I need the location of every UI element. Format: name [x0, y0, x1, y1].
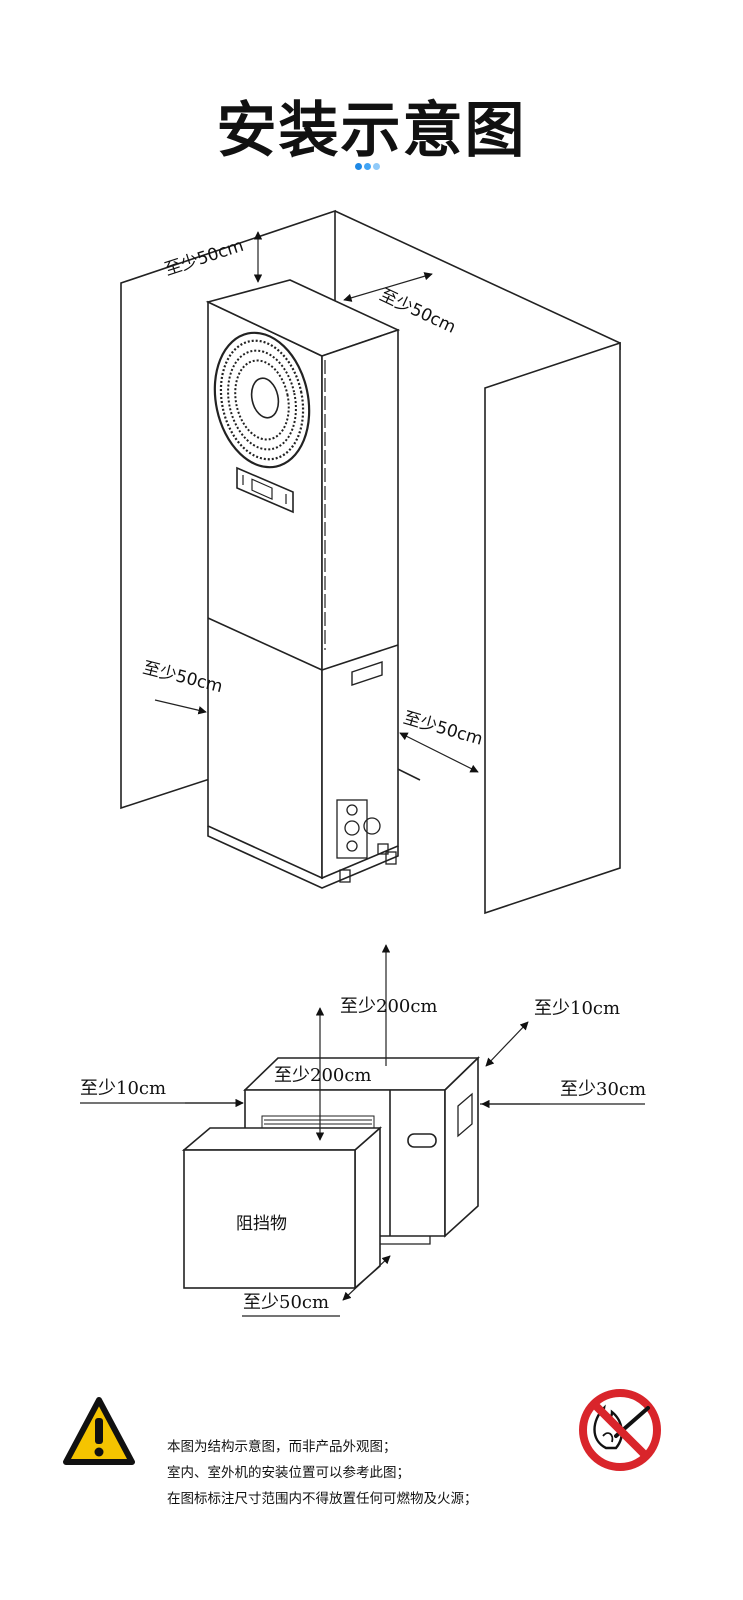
side-handle [351, 661, 383, 686]
warning-triangle-icon [63, 1397, 135, 1465]
piping-fittings [336, 799, 397, 883]
outdoor-unit-diagram [80, 944, 645, 1317]
right-wall [484, 341, 621, 915]
note-line: 本图为结构示意图，而非产品外观图； [167, 1439, 397, 1455]
page-title: 安装示意图 [216, 96, 527, 166]
obstacle-side [354, 1126, 381, 1290]
dim-label-top-outer: 至少200cm [340, 996, 438, 1017]
accent-dot [355, 163, 362, 170]
obstacle-front [183, 1149, 356, 1289]
control-panel-icon [236, 466, 294, 514]
no-fire-icon [579, 1389, 661, 1471]
dim-top-right [343, 272, 433, 302]
dim-label-top-inner: 至少200cm [274, 1065, 372, 1086]
accent-dot [373, 163, 380, 170]
fan-grille-icon [213, 331, 311, 469]
dim-label-bottom: 至少50cm [243, 1292, 330, 1313]
dim-mid-right [399, 732, 479, 773]
outdoor-handle [407, 1133, 437, 1148]
note-line: 在图标标注尺寸范围内不得放置任何可燃物及火源； [167, 1491, 478, 1507]
dim-bottom [342, 1255, 391, 1301]
note-line: 室内、室外机的安装位置可以参考此图； [167, 1465, 410, 1481]
installation-notes: 本图为结构示意图，而非产品外观图； 室内、室外机的安装位置可以参考此图； 在图标… [167, 1434, 587, 1512]
indoor-unit-diagram [120, 209, 621, 915]
dim-label-top-right: 至少10cm [534, 998, 621, 1019]
dim-mid-left [154, 699, 207, 715]
accent-dot [364, 163, 371, 170]
obstacle-top [181, 1127, 383, 1151]
obstacle-label: 阻挡物 [236, 1214, 287, 1234]
outdoor-side [444, 1056, 479, 1238]
dim-label-left: 至少10cm [80, 1078, 167, 1099]
outdoor-side-panel [457, 1092, 473, 1138]
dim-top-right-outdoor [485, 1021, 529, 1067]
dim-label-right: 至少30cm [560, 1079, 647, 1100]
unit-side [321, 328, 399, 880]
